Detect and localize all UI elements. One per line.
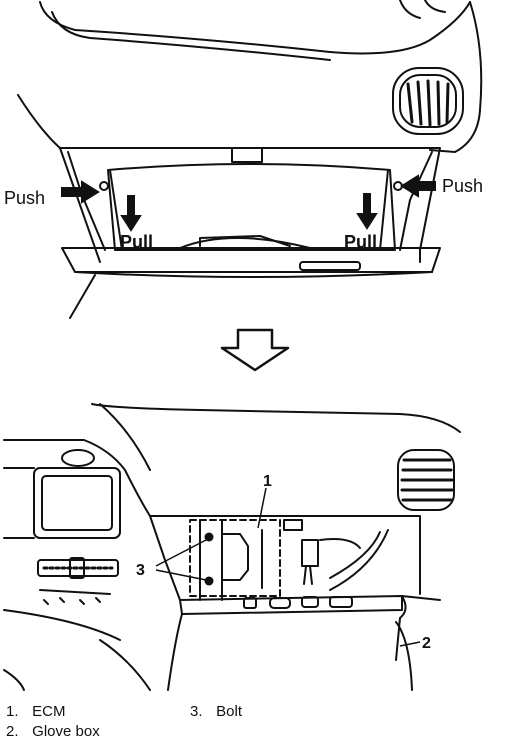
legend-item-bolt: 3. Bolt (190, 703, 242, 720)
legend-number: 2. (6, 723, 19, 740)
center-console (3, 449, 151, 691)
dashboard-trim-line (51, 11, 331, 61)
glove-box-lid-handle-bar (61, 247, 441, 273)
legend-text: Glove box (32, 723, 100, 740)
callout-ecm: 1 (263, 473, 272, 490)
push-left-arrow (61, 180, 100, 204)
pull-label-right: Pull (344, 232, 377, 252)
callout-bolt: 3 (136, 562, 145, 579)
leader-bolt-upper (155, 539, 207, 567)
glove-box-lid-inner (107, 163, 396, 251)
pull-left-arrow (120, 195, 142, 232)
push-label-left: Push (4, 188, 45, 208)
legend-item-glove-box: 2. Glove box (6, 723, 100, 740)
push-pull-arrows (61, 174, 436, 232)
bottom-view (3, 403, 461, 691)
glove-box-opening (59, 147, 441, 263)
dashboard-upper-contour (91, 403, 461, 433)
dashboard-right-edge (429, 1, 483, 153)
next-step-arrow (220, 328, 290, 372)
bolt-upper (204, 532, 214, 542)
legend-text: Bolt (216, 703, 243, 720)
glove-box-opening-frame (149, 515, 421, 595)
leader-ecm (257, 487, 267, 529)
dashboard-left-edge (17, 94, 61, 149)
left-stopper (99, 181, 109, 191)
glove-box-handle-slot (299, 261, 361, 271)
bolt-lower (204, 576, 214, 586)
dashboard-top-edge (39, 1, 471, 55)
push-label-right: Push (442, 176, 483, 196)
legend-number: 3. (190, 703, 203, 720)
pull-label-left: Pull (120, 232, 153, 252)
glove-box-body (395, 595, 441, 691)
glove-box-inner-right (399, 151, 433, 251)
glove-box-rail (179, 595, 403, 615)
push-right-arrow (400, 174, 436, 198)
legend-number: 1. (6, 703, 19, 720)
glove-box-inner-left (67, 151, 106, 251)
leader-bolt-lower (155, 569, 207, 581)
legend-item-ecm: 1. ECM (6, 703, 66, 720)
callout-leaders (155, 487, 421, 647)
top-view (17, 0, 483, 319)
legend-text: ECM (32, 703, 66, 720)
callout-glove-box: 2 (422, 635, 431, 652)
ecm-unit (189, 519, 303, 601)
air-vent-top (392, 67, 464, 135)
glove-box-latch (231, 147, 263, 163)
pull-right-arrow (356, 193, 378, 230)
leader-glove-box (399, 641, 421, 647)
air-vent-bottom (397, 449, 455, 511)
ecm-connector (301, 529, 389, 591)
